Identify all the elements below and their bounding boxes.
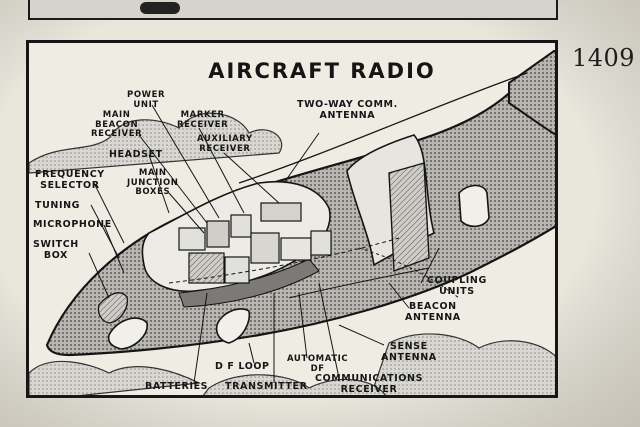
label-df-loop: D F LOOP [215, 361, 270, 372]
label-transmitter: TRANSMITTER [225, 381, 308, 392]
label-two-way-comm-antenna: TWO-WAY COMM.ANTENNA [297, 99, 398, 121]
page-number: 1409 [572, 44, 636, 72]
cloud-background [29, 112, 555, 395]
fuselage [45, 50, 555, 357]
antenna-and-leader-lines [88, 72, 528, 384]
label-tuning: TUNING [35, 200, 81, 211]
label-batteries: BATTERIES [145, 381, 209, 392]
illustration-artwork [29, 50, 555, 395]
previous-figure-strip [28, 0, 558, 20]
label-microphone: MICROPHONE [33, 219, 112, 230]
previous-figure-fragment [140, 2, 180, 14]
diagram-title: AIRCRAFT RADIO [208, 59, 436, 83]
label-headset: HEADSET [109, 149, 163, 160]
